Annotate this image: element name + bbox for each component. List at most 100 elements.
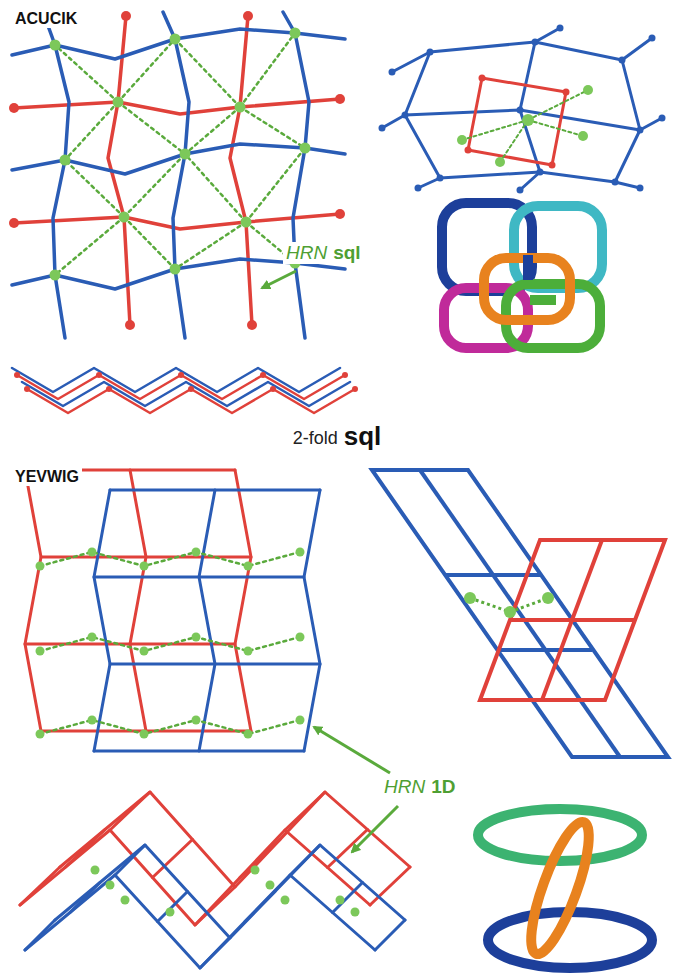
hrn-link [240, 33, 295, 107]
red-node [549, 162, 556, 169]
blue-net [520, 42, 540, 172]
red-net [14, 99, 340, 114]
green-node [119, 212, 130, 223]
green-node [50, 40, 61, 51]
hrn-link [462, 120, 528, 140]
green-node [336, 896, 345, 905]
ring [520, 816, 600, 959]
green-node [192, 716, 201, 725]
net-label: sql [330, 242, 363, 264]
hrn-link [118, 102, 185, 154]
blue-node [637, 185, 644, 192]
ring-crossing [530, 295, 556, 305]
red-net [14, 214, 340, 229]
green-node [36, 730, 45, 739]
green-node [296, 716, 305, 725]
green-node [88, 633, 97, 642]
red-net [235, 470, 251, 731]
red-node [335, 209, 345, 219]
blue-net [304, 490, 320, 751]
red-node [342, 372, 348, 378]
blue-net [615, 60, 640, 182]
red-node [178, 372, 184, 378]
blue-node [437, 175, 444, 182]
hrn-link [246, 148, 305, 222]
green-node [583, 85, 593, 95]
green-node [457, 135, 467, 145]
hrn-link [175, 222, 246, 269]
green-node [241, 217, 252, 228]
blue-net [535, 28, 560, 42]
blue-net [115, 845, 145, 875]
red-net [240, 840, 280, 878]
blue-net [25, 920, 55, 950]
blue-node [637, 127, 644, 134]
hrn-link [240, 107, 305, 148]
green-node [88, 548, 97, 557]
red-net [25, 470, 41, 731]
side-view [12, 368, 358, 413]
green-node [464, 592, 476, 604]
blue-net [43, 12, 69, 338]
blue-net [382, 115, 405, 128]
blue-net [199, 490, 215, 751]
green-node [192, 633, 201, 642]
red-node [335, 94, 345, 104]
net-detail [379, 25, 666, 194]
net-label: HRN [283, 242, 330, 264]
green-node [251, 866, 260, 875]
red-net [370, 867, 410, 905]
blue-node [517, 107, 524, 114]
hrn-link [500, 120, 528, 162]
green-node [244, 647, 253, 656]
ring-link [478, 809, 652, 968]
red-node [121, 11, 131, 21]
ring-crossing [523, 255, 533, 280]
net-detail [372, 470, 668, 757]
blue-net [25, 875, 375, 968]
panel-label: YEVWIG [12, 468, 82, 486]
blue-net [440, 172, 615, 182]
ring-knot [442, 203, 602, 348]
blue-node [649, 35, 656, 42]
green-node [244, 562, 253, 571]
acucik-net [9, 11, 345, 338]
blue-node [659, 115, 666, 122]
red-net [542, 540, 602, 700]
red-net [20, 867, 60, 905]
red-net [110, 792, 150, 830]
leader-arrows [262, 271, 398, 852]
red-node [9, 218, 19, 228]
hrn-link [124, 154, 185, 217]
blue-node [557, 25, 564, 32]
blue-net [418, 178, 440, 188]
blue-node [612, 179, 619, 186]
blue-net [290, 845, 320, 875]
red-net [65, 830, 105, 868]
red-net [468, 78, 566, 165]
blue-net [372, 470, 668, 757]
section-label: sql [341, 422, 385, 452]
hrn-link [40, 720, 300, 734]
section-label: 2-fold [290, 428, 341, 449]
blue-net [622, 38, 652, 60]
blue-net [283, 12, 309, 338]
blue-net [420, 470, 620, 757]
red-net [480, 540, 665, 700]
blue-net [375, 920, 405, 950]
blue-net [430, 42, 622, 60]
blue-net [245, 892, 275, 922]
green-node [166, 908, 175, 917]
red-node [24, 386, 30, 392]
hrn-link [124, 217, 175, 269]
green-node [113, 97, 124, 108]
green-node [296, 548, 305, 557]
blue-net [405, 52, 440, 178]
green-node [192, 548, 201, 557]
green-node [266, 881, 275, 890]
net-label: HRN [381, 776, 428, 798]
ring [514, 206, 602, 288]
leader-arrow [314, 727, 390, 773]
red-node [106, 386, 112, 392]
